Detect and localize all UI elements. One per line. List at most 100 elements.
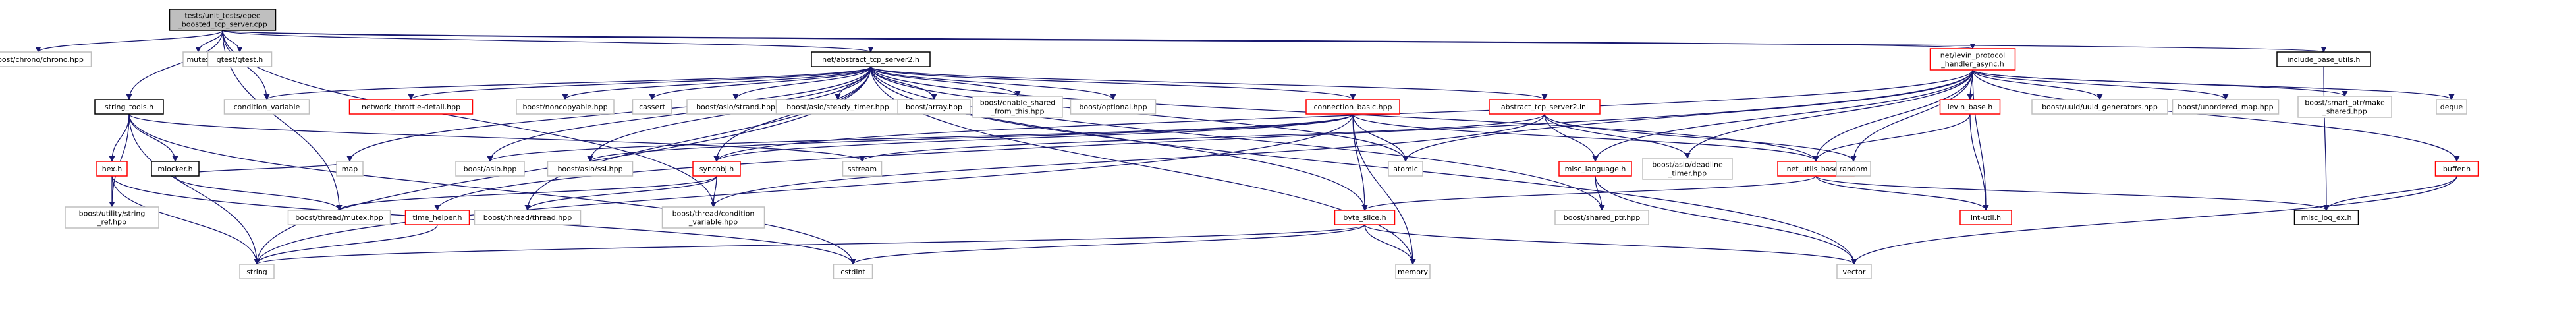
node-network_throttle_detail[interactable]: network_throttle-detail.hpp: [348, 99, 474, 115]
node-label: time_helper.h: [413, 214, 462, 222]
node-abstract_tcp_server2_h[interactable]: net/abstract_tcp_server2.h: [811, 51, 931, 67]
node-label: atomic: [1393, 165, 1418, 173]
edge-include_base_utils-to-misc_log_ex: [2323, 66, 2330, 211]
nodes-layer: tests/unit_tests/epee_boosted_tcp_server…: [0, 9, 2479, 279]
node-box: [1939, 99, 2001, 115]
node-boost_thread_thread: boost/thread/thread.hpp: [474, 210, 582, 225]
node-box: [1334, 210, 1396, 225]
node-int_util[interactable]: int-util.h: [1959, 210, 2012, 225]
node-boost_asio_strand: boost/asio/strand.hpp: [686, 99, 785, 115]
node-sstream: sstream: [842, 161, 883, 177]
node-box: [692, 161, 741, 177]
edge-levin_protocol_handler_async-to-time_helper: [434, 69, 1973, 211]
edge-levin_protocol_handler_async-to-misc_language: [1592, 69, 1973, 162]
edge-string_tools-to-boost_utility_string_ref: [109, 113, 130, 208]
node-box: [404, 210, 470, 225]
edge-hex-to-string: [111, 175, 260, 265]
node-mlocker[interactable]: mlocker.h: [151, 161, 200, 177]
node-boost_utility_string_ref: boost/utility/string_ref.hpp: [65, 206, 159, 229]
node-label: tests/unit_tests/epee: [184, 12, 260, 20]
node-boost_chrono: boost/chrono/chrono.hpp: [0, 51, 92, 67]
edge-abstract_tcp_server2_h-to-boost_asio: [487, 66, 871, 162]
edge-string_tools-to-sstream: [128, 113, 865, 162]
node-label: _timer.hpp: [1668, 169, 1707, 178]
node-string_tools[interactable]: string_tools.h: [94, 99, 164, 115]
node-box: [1388, 161, 1423, 177]
edge-root-to-levin_protocol_handler_async: [222, 30, 1975, 49]
node-memory: memory: [1395, 264, 1431, 279]
edge-buffer-to-vector: [1851, 175, 2457, 265]
node-include_base_utils[interactable]: include_base_utils.h: [2276, 51, 2371, 67]
node-box: [207, 51, 273, 67]
node-buffer[interactable]: buffer.h: [2434, 161, 2479, 177]
edge-time_helper-to-string: [254, 224, 438, 265]
node-box: [1395, 264, 1431, 279]
node-label: boost/asio/deadline: [1652, 161, 1723, 169]
node-label: gtest/gtest.h: [217, 55, 263, 64]
node-boost_asio_ssl: boost/asio/ssl.hpp: [547, 161, 634, 177]
node-root[interactable]: tests/unit_tests/epee_boosted_tcp_server…: [169, 9, 277, 31]
node-label: buffer.h: [2443, 165, 2471, 173]
node-label: connection_basic.hpp: [1313, 103, 1392, 111]
node-box: [2172, 99, 2280, 115]
node-cstdint: cstdint: [833, 264, 873, 279]
edge-connection_basic-to-memory: [1352, 113, 1416, 265]
edge-root-to-abstract_tcp_server2_h: [222, 30, 874, 53]
node-syncobj[interactable]: syncobj.h: [692, 161, 741, 177]
edge-levin_protocol_handler_async-to-deque: [1972, 69, 2455, 100]
node-boost_noncopyable: boost/noncopyable.hpp: [516, 99, 615, 115]
node-label: net/abstract_tcp_server2.h: [822, 55, 919, 64]
node-boost_optional: boost/optional.hpp: [1070, 99, 1157, 115]
node-box: [2276, 51, 2371, 67]
node-box: [1554, 210, 1649, 225]
edge-levin_protocol_handler_async-to-random: [1850, 69, 1973, 162]
node-label: include_base_utils.h: [2288, 55, 2361, 64]
node-box: [223, 99, 310, 115]
node-box: [1558, 161, 1632, 177]
edge-abstract_tcp_server2_h-to-connection_basic: [870, 66, 1356, 100]
node-label: boost/optional.hpp: [1079, 103, 1147, 111]
node-levin_protocol_handler_async[interactable]: net/levin_protocol_handler_async.h: [1929, 48, 2016, 71]
node-box: [972, 96, 1063, 118]
node-misc_language[interactable]: misc_language.h: [1558, 161, 1632, 177]
edge-levin_protocol_handler_async-to-boost_uuid_generators: [1972, 69, 2103, 100]
node-boost_asio_steady_timer: boost/asio/steady_timer.hpp: [775, 99, 900, 115]
node-misc_log_ex[interactable]: misc_log_ex.h: [2293, 210, 2359, 225]
node-net_utils_base[interactable]: net_utils_base.h: [1777, 161, 1855, 177]
edge-abstract_tcp_server2_h-to-byte_slice: [870, 66, 1368, 211]
edge-byte_slice-to-string: [254, 224, 1365, 265]
node-box: [239, 264, 275, 279]
node-connection_basic[interactable]: connection_basic.hpp: [1305, 99, 1400, 115]
edge-abstract_tcp_server2_h-to-boost_thread_thread: [524, 66, 871, 211]
node-condition_variable: condition_variable: [223, 99, 310, 115]
edge-byte_slice-to-cstdint: [850, 224, 1365, 265]
node-label: random: [1840, 165, 1868, 173]
edge-net_utils_base-to-misc_log_ex: [1815, 175, 2330, 211]
node-label: boost/utility/string: [79, 210, 146, 218]
edge-abstract_tcp_server2_h-to-boost_asio_strand: [732, 66, 871, 100]
node-time_helper[interactable]: time_helper.h: [404, 210, 470, 225]
edge-connection_basic-to-string: [254, 113, 1354, 265]
node-box: [1489, 99, 1601, 115]
edge-string_tools-to-cstdint: [128, 113, 856, 265]
node-vector: vector: [1836, 264, 1872, 279]
node-hex[interactable]: hex.h: [96, 161, 128, 177]
node-box: [2293, 210, 2359, 225]
edge-syncobj-to-boost_thread_condition: [710, 175, 717, 208]
node-label: boost/enable_shared: [980, 99, 1055, 107]
edge-connection_basic-to-byte_slice: [1352, 113, 1368, 211]
node-byte_slice[interactable]: byte_slice.h: [1334, 210, 1396, 225]
edge-levin_protocol_handler_async-to-int_util: [1972, 69, 1989, 211]
node-abstract_tcp_server2_inl[interactable]: abstract_tcp_server2.inl: [1489, 99, 1601, 115]
node-label: map: [342, 165, 358, 173]
node-box: [811, 51, 931, 67]
edge-connection_basic-to-net_utils_base: [1352, 113, 1819, 162]
edge-connection_basic-to-syncobj: [713, 113, 1354, 162]
edges-layer: [35, 30, 2460, 265]
edge-abstract_tcp_server2_inl-to-boost_thread_condition: [710, 113, 1545, 208]
node-box: [1836, 264, 1872, 279]
edge-string_tools-to-mlocker: [128, 113, 178, 162]
node-levin_base[interactable]: levin_base.h: [1939, 99, 2001, 115]
node-label: boost/smart_ptr/make: [2305, 99, 2385, 107]
